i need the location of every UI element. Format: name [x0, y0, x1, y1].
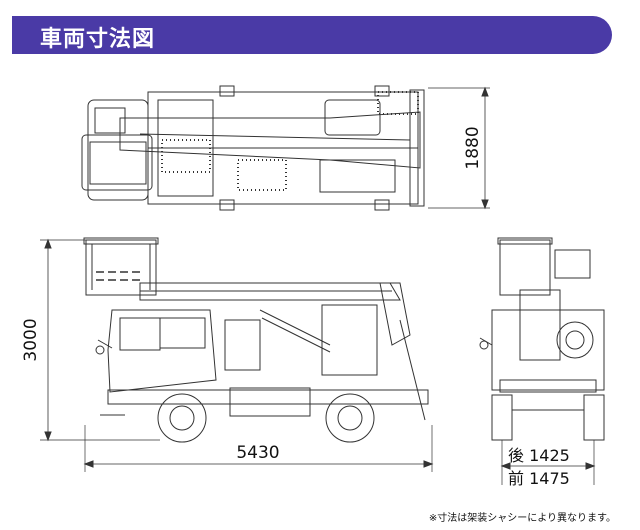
rear-wheel-left	[491, 394, 513, 441]
top-bucket-inner	[89, 141, 147, 185]
label-5430: 5430	[236, 443, 279, 463]
top-frame-left	[157, 99, 214, 197]
top-outrigger-box	[319, 159, 396, 193]
label-front-tread: 前 1475	[508, 469, 570, 488]
side-boom-post	[379, 282, 411, 346]
side-wheel-front	[157, 393, 207, 443]
rear-view	[479, 237, 605, 485]
top-turret	[324, 99, 381, 136]
top-cab	[87, 99, 149, 201]
title-banner: 車両寸法図	[12, 16, 612, 54]
top-boom	[119, 111, 421, 169]
top-wheel-fr	[374, 85, 390, 97]
side-view	[40, 237, 434, 472]
side-equipment	[229, 387, 311, 417]
side-box-1	[224, 319, 261, 371]
side-turret	[321, 304, 378, 376]
rear-control-box	[554, 249, 591, 279]
side-window-2	[159, 317, 206, 349]
rear-wheel-right	[583, 394, 605, 441]
top-bucket	[81, 134, 153, 191]
page-title: 車両寸法図	[40, 27, 156, 52]
side-window	[119, 317, 161, 351]
side-frame	[107, 389, 429, 405]
rear-bucket	[499, 239, 551, 296]
top-grating-1	[161, 139, 211, 173]
top-view	[81, 85, 490, 211]
side-boom	[139, 282, 401, 301]
rear-reel	[556, 321, 594, 359]
top-wheel-rl	[219, 199, 235, 211]
footnote: ※寸法は架装シャシーにより異なります。	[428, 513, 616, 524]
top-rear	[409, 89, 425, 207]
rear-bumper	[499, 379, 597, 393]
rear-body	[491, 309, 605, 391]
top-bucket-control	[94, 107, 126, 134]
top-wheel-fl	[219, 85, 235, 97]
side-cab	[107, 309, 217, 393]
rear-turret	[519, 289, 561, 361]
top-wheel-rr	[374, 199, 390, 211]
top-grating-2	[237, 159, 287, 191]
top-grating-3	[377, 91, 419, 115]
label-1880: 1880	[463, 126, 483, 169]
side-wheel-rear	[325, 393, 375, 443]
side-bucket	[85, 239, 157, 296]
label-rear-tread: 後 1425	[508, 446, 570, 465]
label-3000: 3000	[21, 318, 41, 361]
